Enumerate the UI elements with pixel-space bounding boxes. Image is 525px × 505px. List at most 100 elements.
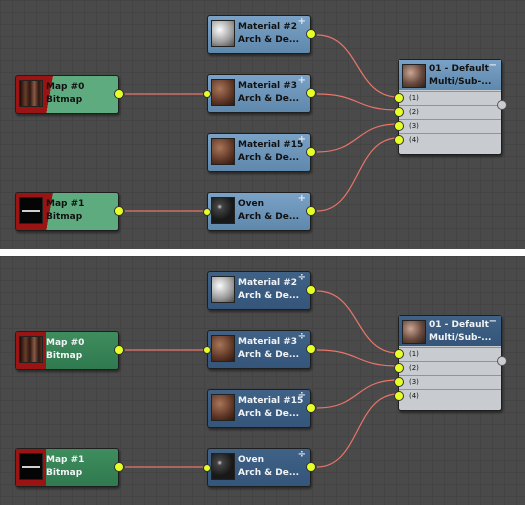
wire-material2-slot1 (316, 34, 399, 98)
input-socket[interactable] (394, 377, 404, 387)
input-socket[interactable] (394, 93, 404, 103)
node-title: 01 - Default (429, 64, 489, 74)
material-node[interactable]: Material #3 Arch & De... ÷ (203, 330, 316, 369)
slate-editor-view-top[interactable]: Material #2 Arch & De... + Material #3 A… (0, 0, 525, 249)
material-node[interactable]: Material #2 Arch & De... + (207, 15, 316, 54)
node-title: Material #15 (238, 140, 304, 150)
node-type: Arch & De... (238, 212, 300, 222)
wire-oven-slot4 (316, 137, 399, 212)
material-node[interactable]: Oven Arch & De... ÷ (203, 448, 316, 487)
multi-sub-object-node[interactable]: 01 - Default Multi/Sub-... − (1) (2) (3)… (394, 59, 507, 155)
slot-row[interactable]: (4) (394, 133, 501, 147)
output-socket[interactable] (306, 462, 316, 472)
material-preview-icon (211, 394, 235, 421)
material-node[interactable]: Oven Arch & De... + (203, 192, 316, 231)
output-socket[interactable] (306, 285, 316, 295)
output-socket[interactable] (306, 29, 316, 39)
node-title: Map #1 (46, 199, 85, 209)
slot-row[interactable]: (4) (394, 389, 501, 403)
expand-toggle-icon[interactable]: ÷ (297, 331, 306, 342)
bitmap-node[interactable]: Map #0 Bitmap (15, 75, 124, 114)
material-node[interactable]: Material #15 Arch & De... ÷ (207, 389, 316, 428)
input-socket[interactable] (394, 391, 404, 401)
slot-row[interactable]: (2) (394, 105, 501, 119)
input-socket[interactable] (394, 121, 404, 131)
output-socket[interactable] (114, 345, 124, 355)
node-title: Material #3 (238, 81, 298, 91)
output-socket[interactable] (497, 356, 507, 366)
multi-sub-object-node[interactable]: 01 - Default Multi/Sub-... − (1) (2) (3)… (394, 315, 507, 411)
material-node[interactable]: Material #3 Arch & De... + (203, 74, 316, 113)
expand-toggle-icon[interactable]: ÷ (297, 390, 306, 401)
node-type: Arch & De... (238, 94, 300, 104)
input-socket[interactable] (203, 464, 211, 472)
output-socket[interactable] (114, 206, 124, 216)
material-preview-icon (402, 320, 426, 344)
node-type: Arch & De... (238, 153, 300, 163)
output-socket[interactable] (306, 344, 316, 354)
output-socket[interactable] (306, 403, 316, 413)
expand-toggle-icon[interactable]: + (297, 16, 306, 27)
material-preview-icon (402, 64, 426, 88)
input-socket[interactable] (203, 90, 211, 98)
material-preview-icon (211, 197, 235, 224)
expand-toggle-icon[interactable]: + (297, 193, 306, 204)
node-title: Oven (238, 199, 265, 209)
wire-material15-slot3 (316, 379, 399, 409)
node-type: Arch & De... (238, 35, 300, 45)
input-socket[interactable] (203, 208, 211, 216)
node-type: Arch & De... (238, 350, 300, 360)
bitmap-preview-icon (19, 336, 43, 363)
node-type: Multi/Sub-... (429, 333, 492, 343)
slot-label: (2) (409, 364, 419, 372)
slot-row[interactable]: (2) (394, 361, 501, 375)
node-type: Multi/Sub-... (429, 77, 492, 87)
output-socket[interactable] (306, 206, 316, 216)
wire-material2-slot1 (316, 290, 399, 354)
input-socket[interactable] (394, 349, 404, 359)
output-socket[interactable] (114, 462, 124, 472)
node-title: Material #15 (238, 396, 304, 406)
material-node[interactable]: Material #2 Arch & De... ÷ (207, 271, 316, 310)
material-preview-icon (211, 453, 235, 480)
slot-row[interactable]: (1) (394, 91, 501, 105)
expand-toggle-icon[interactable]: + (297, 134, 306, 145)
expand-toggle-icon[interactable]: + (297, 75, 306, 86)
node-type: Bitmap (46, 468, 83, 478)
input-socket[interactable] (394, 363, 404, 373)
output-socket[interactable] (497, 100, 507, 110)
slot-row[interactable]: (3) (394, 375, 501, 389)
expand-toggle-icon[interactable]: ÷ (297, 449, 306, 460)
slate-editor-view-bottom[interactable]: Material #2 Arch & De... ÷ Material #3 A… (0, 256, 525, 505)
output-socket[interactable] (306, 147, 316, 157)
bitmap-node[interactable]: Map #0 Bitmap (15, 331, 124, 370)
slot-label: (3) (409, 378, 419, 386)
slot-label: (1) (409, 350, 419, 358)
expand-toggle-icon[interactable]: ÷ (297, 272, 306, 283)
input-socket[interactable] (203, 346, 211, 354)
material-preview-icon (211, 20, 235, 47)
output-socket[interactable] (114, 89, 124, 99)
node-title: Map #1 (46, 455, 85, 465)
slot-label: (4) (409, 392, 419, 400)
bitmap-node[interactable]: Map #1 Bitmap (15, 192, 124, 231)
material-node[interactable]: Material #15 Arch & De... + (207, 133, 316, 172)
bitmap-node[interactable]: Map #1 Bitmap (15, 448, 124, 487)
slot-label: (4) (409, 136, 419, 144)
input-socket[interactable] (394, 135, 404, 145)
node-type: Bitmap (46, 95, 83, 105)
input-socket[interactable] (394, 107, 404, 117)
bitmap-preview-icon (19, 453, 43, 480)
slot-label: (1) (409, 94, 419, 102)
slot-label: (2) (409, 108, 419, 116)
collapse-toggle-icon[interactable]: − (488, 316, 497, 327)
slot-row[interactable]: (3) (394, 119, 501, 133)
node-header: 01 - Default Multi/Sub-... − (399, 316, 501, 346)
wire-oven-slot4 (316, 393, 399, 468)
wire-material3-slot2 (316, 349, 399, 367)
output-socket[interactable] (306, 88, 316, 98)
collapse-toggle-icon[interactable]: − (488, 60, 497, 71)
wire-material15-slot3 (316, 123, 399, 153)
slot-row[interactable]: (1) (394, 347, 501, 361)
bitmap-preview-icon (19, 80, 43, 107)
